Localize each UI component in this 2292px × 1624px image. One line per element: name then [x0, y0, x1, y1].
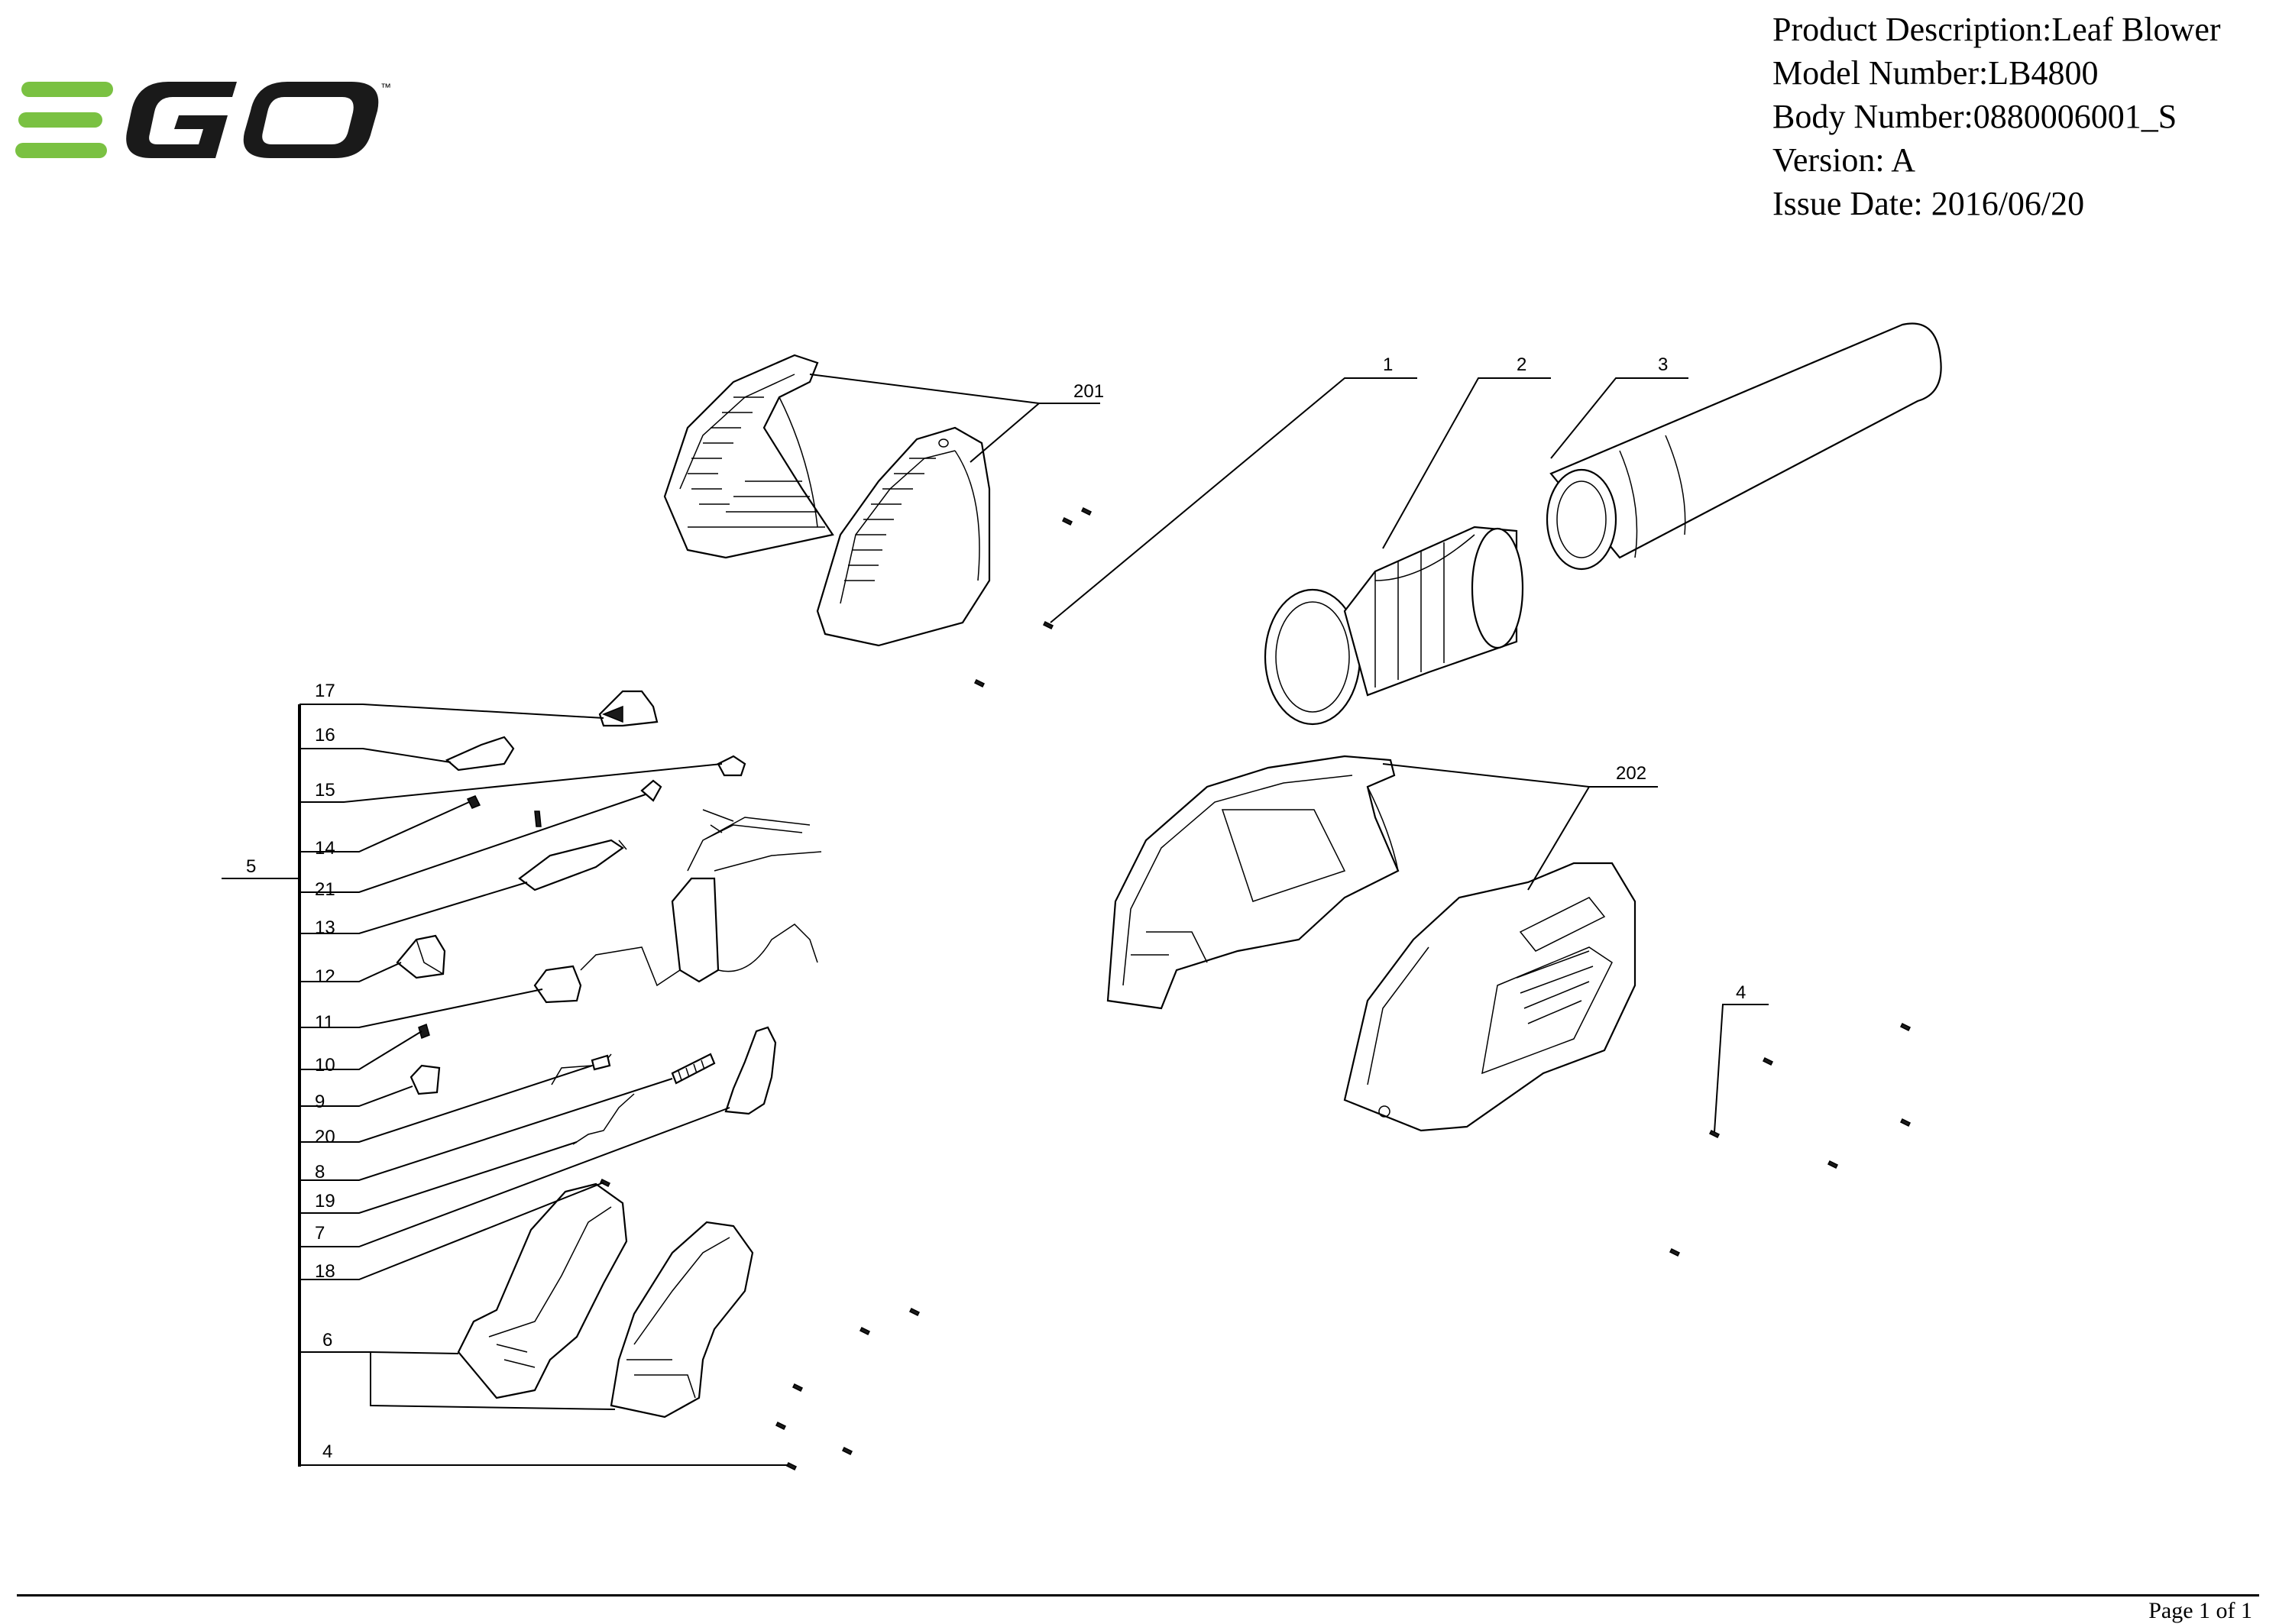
screws-bottom	[599, 1178, 921, 1471]
part-13-switch-bar	[518, 839, 627, 891]
callout-13: 13	[315, 917, 335, 938]
trademark-mark: ™	[380, 81, 391, 93]
logo-g	[126, 82, 237, 158]
part-6-handle-right	[610, 1221, 754, 1419]
callout-3: 3	[1658, 354, 1668, 375]
callout-12: 12	[315, 966, 335, 987]
version: Version: A	[1772, 141, 1915, 179]
callout-16: 16	[315, 725, 335, 746]
part-202-housing-left	[1106, 755, 1400, 1010]
footer-rule	[17, 1594, 2259, 1597]
part-11-switch	[533, 965, 582, 1004]
logo-e-bar-bottom	[15, 143, 107, 158]
callout-20: 20	[315, 1127, 335, 1147]
part-19-wire	[572, 1093, 635, 1145]
screws-top	[973, 506, 1093, 688]
callout-10: 10	[315, 1055, 335, 1076]
ego-logo: ™	[15, 73, 397, 172]
part-7-handle-insert	[724, 1026, 777, 1115]
part-9-connector	[410, 1064, 441, 1095]
callout-21: 21	[315, 879, 335, 900]
document-header: Product Description:Leaf Blower Model Nu…	[1772, 8, 2221, 225]
callout-11: 11	[315, 1012, 334, 1033]
callout-17: 17	[315, 681, 335, 701]
callout-4-bottom: 4	[322, 1441, 332, 1462]
part-14-spring	[466, 795, 481, 809]
callout-6: 6	[322, 1330, 332, 1351]
body-number: Body Number:0880006001_S	[1772, 98, 2177, 135]
product-description: Product Description:Leaf Blower	[1772, 11, 2221, 48]
callout-7: 7	[315, 1223, 325, 1244]
logo-o	[243, 82, 379, 158]
callout-15: 15	[315, 780, 335, 801]
wiring-harness	[580, 809, 822, 987]
part-21-spring	[534, 810, 542, 827]
part-6-handle-left	[457, 1182, 628, 1399]
logo-e-bar-middle	[18, 112, 102, 128]
model-number: Model Number:LB4800	[1772, 54, 2099, 92]
logo-e-bar-top	[21, 82, 113, 97]
callout-2: 2	[1517, 354, 1526, 375]
callout-4-right: 4	[1736, 982, 1746, 1003]
callout-201: 201	[1073, 381, 1104, 402]
issue-date: Issue Date: 2016/06/20	[1772, 185, 2085, 222]
part-3-nozzle-tube	[1546, 322, 1942, 571]
callout-14: 14	[315, 838, 335, 859]
callout-labels: 201 1 2 3 202 4 5 17 16 15 14 21 13 12 1…	[246, 354, 1746, 1462]
part-10-spring	[418, 1023, 430, 1040]
part-16-trigger	[445, 736, 515, 772]
part-2-inner-tube	[1264, 526, 1524, 726]
part-202-housing-right	[1343, 862, 1636, 1132]
part-201-housing-right	[816, 426, 991, 647]
callout-19: 19	[315, 1191, 335, 1212]
part-15-button	[717, 755, 746, 777]
part-17-trigger-lock	[598, 690, 659, 727]
part-201-housing-left	[663, 354, 834, 559]
part-21-lever	[640, 779, 662, 802]
page-number: Page 1 of 1	[2148, 1598, 2252, 1623]
part-12-switch-cover	[396, 934, 446, 979]
callout-9: 9	[315, 1092, 325, 1112]
callout-5: 5	[246, 856, 256, 877]
callout-18: 18	[315, 1261, 335, 1282]
part-8-spring	[671, 1053, 716, 1085]
callout-8: 8	[315, 1162, 325, 1182]
callout-202: 202	[1616, 763, 1646, 784]
screws-right	[1669, 1022, 1912, 1257]
callout-1: 1	[1383, 354, 1393, 375]
leader-lines	[222, 374, 1769, 1467]
